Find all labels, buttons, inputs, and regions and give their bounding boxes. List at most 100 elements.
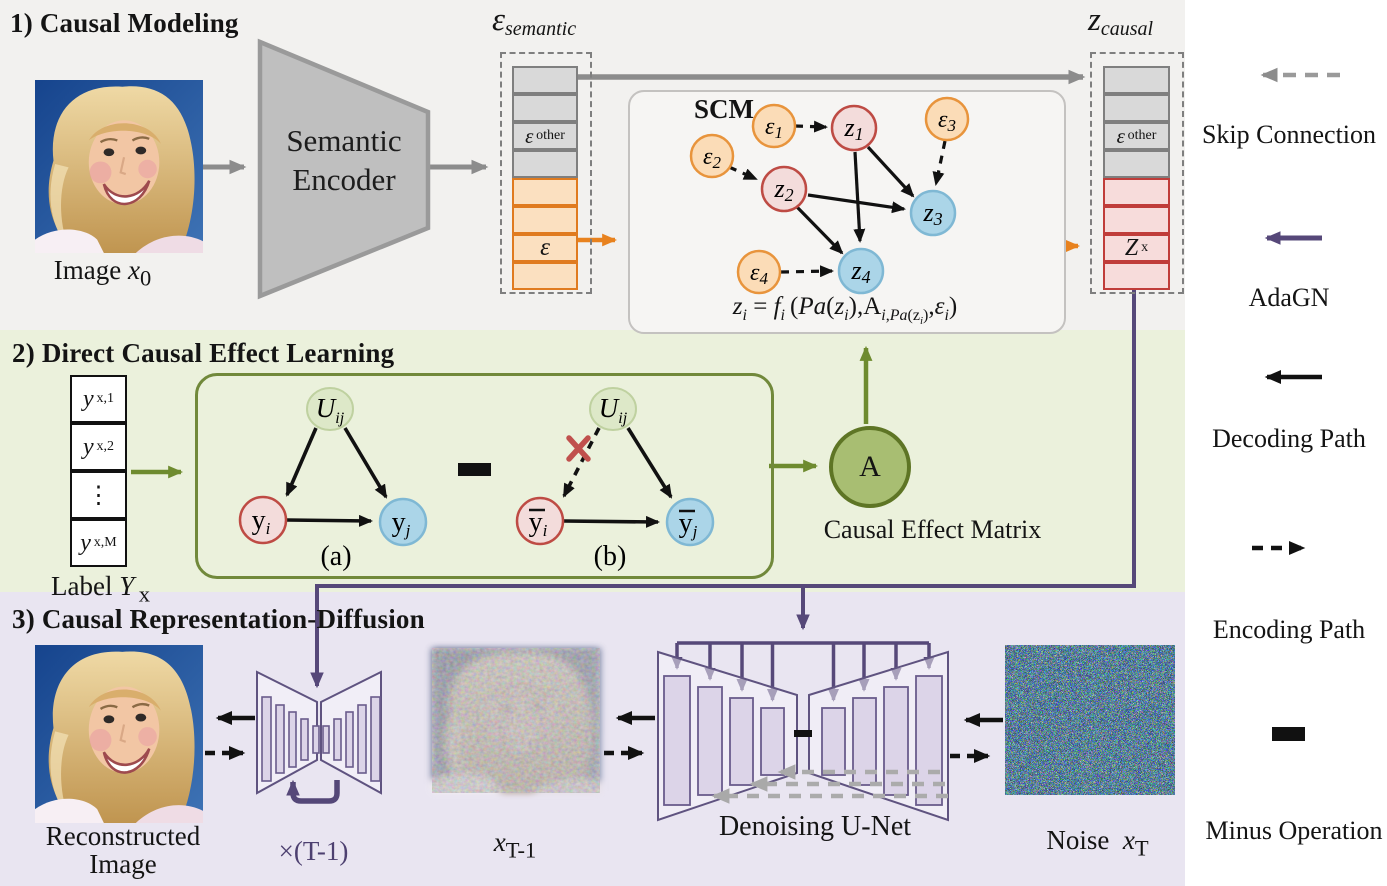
svg-text:ε2: ε2: [703, 144, 721, 172]
scm-node-z1: [830, 104, 878, 152]
semantic-cell: [512, 94, 578, 122]
graph-a-caption: (a): [320, 541, 351, 572]
noise-image: [1005, 645, 1175, 795]
scm-edge-z2-z3: [807, 193, 906, 214]
graph-b-caption: (b): [594, 541, 627, 572]
red-x-intervention: [566, 435, 591, 462]
edge-yi-to-yj: [286, 514, 373, 527]
semantic-cell-eps-other: ε other: [512, 122, 578, 150]
semantic-cell: [512, 150, 578, 178]
scm-edge-e1-z1: [794, 120, 828, 133]
causal-cell: [1103, 206, 1170, 234]
input-image: [33, 78, 205, 255]
causal-cell: [1103, 150, 1170, 178]
semantic-encoder-label: Semantic Encoder: [262, 122, 426, 200]
legend-skip-label: Skip Connection: [1201, 120, 1377, 149]
reconstructed-caption-line1: Reconstructed: [45, 821, 201, 851]
unet-bars: [663, 675, 943, 806]
svg-text:yj: yj: [392, 507, 411, 540]
scm-title: SCM: [694, 94, 754, 124]
scm-node-z4: [837, 247, 885, 295]
unet-minus-operator: [794, 730, 812, 737]
scm-node-e2: [689, 133, 735, 179]
legend-minus-symbol: [1272, 727, 1305, 741]
denoising-unet-caption: Denoising U-Net: [718, 811, 912, 842]
scm-node-e3: [924, 96, 970, 142]
causal-cell: [1103, 66, 1170, 94]
denoising-unet: [657, 641, 949, 822]
scm-edge-e4-z4: [780, 265, 834, 278]
node-ybar-i: [515, 496, 565, 546]
causal-vector-title: zcausal: [1088, 2, 1154, 41]
small-unet-bars: [261, 696, 381, 782]
scm-edge-e3-z3: [932, 140, 947, 186]
edge-u-to-yj: [343, 427, 388, 499]
causal-vector-box: ε other Z x: [1090, 52, 1184, 294]
loop-count-label: ×(T-1): [278, 836, 349, 866]
scm-node-e1: [751, 103, 797, 149]
semantic-encoder: [257, 38, 431, 300]
small-unet-left-outline: [256, 670, 318, 795]
iteration-loop-arrow: [286, 779, 340, 804]
xt1-caption: xT-1: [493, 827, 537, 863]
edge-u-to-yi-cut: [562, 427, 601, 498]
semantic-cell-eps: ε: [512, 234, 578, 262]
small-unet: [256, 670, 382, 804]
svg-text:yi: yi: [252, 505, 271, 538]
causal-cell-zx: Z x: [1103, 234, 1170, 262]
unet-decoder-outline: [808, 650, 949, 822]
label-cell-dots: ⋮: [70, 471, 127, 519]
minus-operator: [458, 463, 491, 476]
section1-title: 1) Causal Modeling: [10, 8, 239, 38]
node-u-ij: [306, 387, 354, 431]
noise-caption: Noise xT: [1046, 825, 1149, 861]
causal-effect-matrix-caption: Causal Effect Matrix: [823, 515, 1042, 544]
semantic-encoder-line2: Encoder: [292, 161, 396, 197]
scm-edge-e2-z2: [728, 165, 758, 181]
scm-node-z3: [909, 189, 957, 237]
scm-edge-z1-z3: [866, 145, 915, 198]
svg-text:z3: z3: [922, 198, 942, 229]
label-vector: y x,1 y x,2 ⋮ y x,M: [70, 375, 127, 567]
legend-decoding-label: Decoding Path: [1212, 424, 1366, 453]
semantic-cell: [512, 178, 578, 206]
causal-effect-matrix-node: A: [829, 426, 911, 508]
semantic-vector-box: ε other ε: [500, 52, 592, 294]
label-cell-1: y x,1: [70, 375, 127, 423]
scm-node-e4: [736, 249, 782, 295]
svg-text:Uij: Uij: [316, 393, 345, 427]
node-yi: [238, 495, 288, 545]
input-image-caption: Image x0: [53, 255, 152, 291]
reconstructed-caption: Reconstructed Image: [33, 822, 213, 879]
node-ybar-j: [665, 497, 715, 547]
label-cell-M: y x,M: [70, 519, 127, 567]
svg-text:ε3: ε3: [938, 107, 956, 135]
causal-graph-a: Uij yi yj (a): [238, 387, 428, 572]
scm-equation: zi = fi (Pa(zi),Ai,Pa(zi),εi): [732, 293, 958, 328]
label-cell-2: y x,2: [70, 423, 127, 471]
causal-cell-eps-other: ε other: [1103, 122, 1170, 150]
svg-text:yj: yj: [679, 508, 698, 541]
reconstructed-image: [33, 643, 205, 825]
semantic-cell: [512, 206, 578, 234]
svg-text:z2: z2: [773, 174, 793, 205]
legend-minus-label: Minus Operation: [1205, 816, 1383, 845]
node-u-ij: [589, 387, 637, 431]
causal-graph-b: Uij yi yj (b): [515, 387, 715, 572]
svg-text:Uij: Uij: [599, 393, 628, 427]
scm-edge-z2-z4: [795, 205, 844, 255]
section3-title: 3) Causal Representation-Diffusion: [12, 604, 425, 634]
semantic-encoder-line1: Semantic: [286, 123, 402, 158]
xt1-noisy-image: [430, 646, 602, 795]
semantic-cell: [512, 262, 578, 290]
causal-cell: [1103, 178, 1170, 206]
label-vector-caption: Label Y x: [50, 571, 150, 607]
scm-graph: ε1 ε2 ε3 ε4 z1 z2 z3 z4: [689, 96, 970, 295]
edge-u-to-yi: [285, 427, 318, 497]
causal-cell: [1103, 94, 1170, 122]
adagn-routing-line: [310, 289, 1136, 689]
reconstructed-caption-line2: Image: [89, 849, 157, 880]
svg-text:yi: yi: [529, 507, 548, 540]
